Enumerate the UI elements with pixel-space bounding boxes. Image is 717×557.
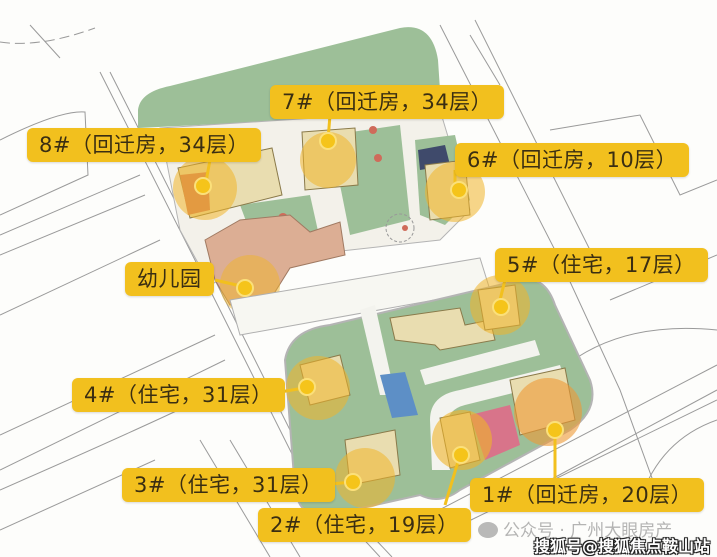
label-text: 6#（回迁房，10层） — [467, 148, 678, 172]
label-building-8: 8#（回迁房，34层） — [27, 128, 262, 162]
label-text: 4#（住宅，31层） — [84, 383, 273, 407]
building-2-marker — [452, 446, 470, 464]
building-3-marker — [344, 473, 362, 491]
sohu-watermark: 搜狐号@搜狐焦点鞍山站 — [534, 537, 711, 556]
building-8-marker — [194, 177, 212, 195]
kindergarten-marker — [236, 279, 254, 297]
label-text: 7#（回迁房，34层） — [282, 90, 493, 114]
building-4-marker — [298, 378, 316, 396]
building-1-marker — [546, 421, 564, 439]
label-building-1: 1#（回迁房，20层） — [470, 478, 705, 512]
label-building-4: 4#（住宅，31层） — [72, 378, 285, 412]
wechat-icon — [478, 522, 498, 538]
label-kindergarten: 幼儿园 — [125, 262, 214, 296]
label-building-3: 3#（住宅，31层） — [122, 468, 335, 502]
label-text: 5#（住宅，17层） — [507, 253, 696, 277]
wechat-watermark: 公众号 · 广州大眼房产 — [478, 516, 672, 541]
label-text: 幼儿园 — [137, 267, 202, 291]
label-building-7: 7#（回迁房，34层） — [270, 85, 505, 119]
building-6-marker — [450, 181, 468, 199]
label-building-2: 2#（住宅，19层） — [258, 508, 471, 542]
label-text: 8#（回迁房，34层） — [39, 133, 250, 157]
label-text: 2#（住宅，19层） — [270, 513, 459, 537]
label-text: 1#（回迁房，20层） — [482, 483, 693, 507]
building-7-marker — [319, 132, 337, 150]
wechat-watermark-text: 公众号 · 广州大眼房产 — [503, 521, 673, 541]
label-building-6: 6#（回迁房，10层） — [455, 143, 690, 177]
label-building-5: 5#（住宅，17层） — [495, 248, 708, 282]
building-5-marker — [492, 298, 510, 316]
label-text: 3#（住宅，31层） — [134, 473, 323, 497]
